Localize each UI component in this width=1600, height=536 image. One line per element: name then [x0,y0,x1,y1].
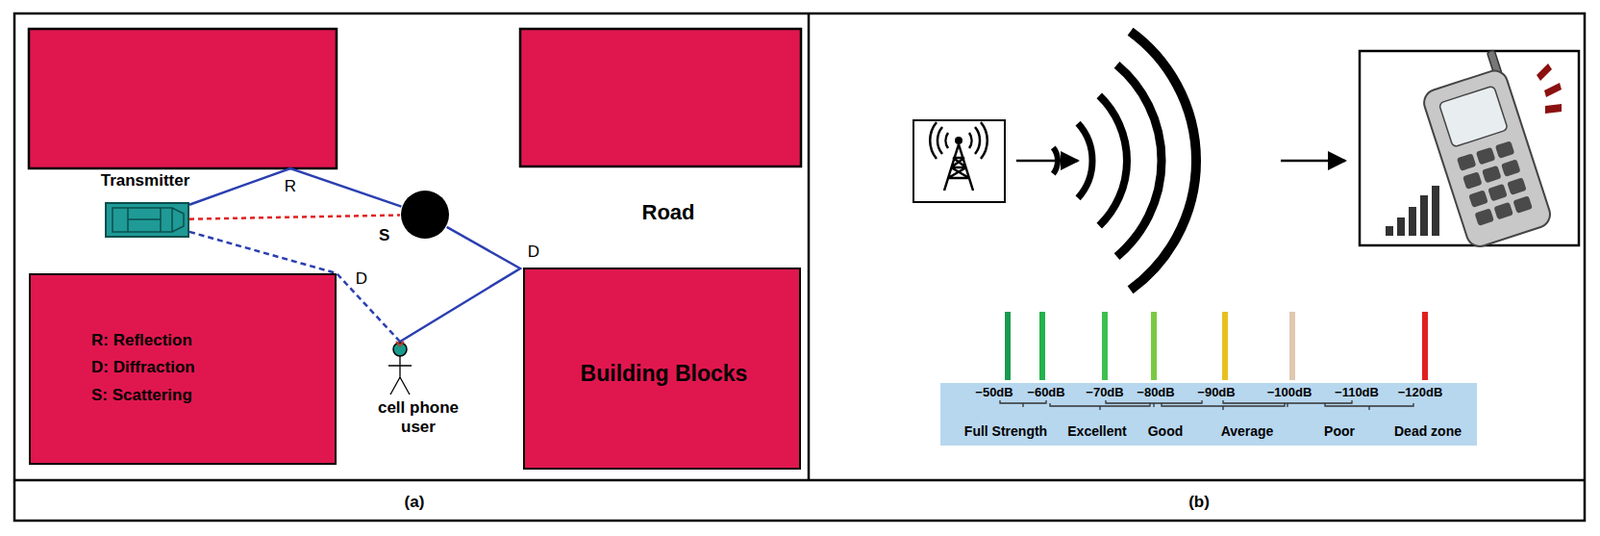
scatterer-circle: S [400,189,450,240]
building-block: R: Reflection D: Diffraction S: Scattering [28,273,337,465]
road-label: Road [641,200,697,225]
person-figure [371,340,429,397]
strength-category: Poor [1323,423,1356,439]
tower-icon [913,120,1005,202]
db-value: −120dB [1397,385,1445,400]
path-marker: R [283,176,298,197]
node-label: Building Blocks [534,360,794,386]
flow-arrow [1280,159,1346,163]
db-value: −60dB [1025,385,1066,400]
path-marker: D [354,269,369,289]
panel-caption: (a) [403,492,426,512]
path-marker: D [526,242,541,262]
scale-band [940,382,1477,446]
building-block [520,28,801,167]
strength-category: Excellent [1066,423,1127,439]
strength-category: Average [1220,423,1275,439]
node-label: Transmitter [91,171,200,191]
panel-caption: (b) [1187,492,1211,512]
strength-category: Full Strength [963,423,1049,439]
signal-bars [1385,185,1440,236]
signal-path [189,168,401,207]
ring-marks [1536,63,1562,114]
legend-key: D: Diffraction [91,357,196,377]
transmitter-shape [104,201,190,238]
cell-phone-user: cell phone user [365,340,472,452]
transmitter-vehicle: Transmitter [104,201,190,238]
building-block: Building Blocks [523,267,801,470]
db-value: −110dB [1333,385,1380,400]
legend-key: R: Reflection [91,330,193,350]
legend-key: S: Scattering [91,385,193,405]
mobile-phone [1414,49,1553,250]
signal-path [189,214,400,219]
scatterer-shape [400,189,450,240]
db-value: −70dB [1084,385,1125,400]
panel-divider [807,13,811,480]
level-bars [1004,311,1428,380]
radio-waves [1052,31,1197,291]
db-value: −50dB [974,385,1014,400]
node-label: cell phone user [365,398,472,436]
strength-category: Dead zone [1393,423,1463,439]
outer-frame [14,13,1585,521]
db-value: −90dB [1196,385,1236,400]
db-value: −80dB [1135,385,1175,400]
node-label: S [378,225,390,246]
range-brackets [1000,400,1414,410]
db-value: −100dB [1266,385,1314,400]
signal-path [400,226,521,342]
building-block [28,28,337,169]
flow-arrow [1016,159,1078,163]
caption-divider [14,478,1585,482]
strength-category: Good [1147,423,1185,439]
